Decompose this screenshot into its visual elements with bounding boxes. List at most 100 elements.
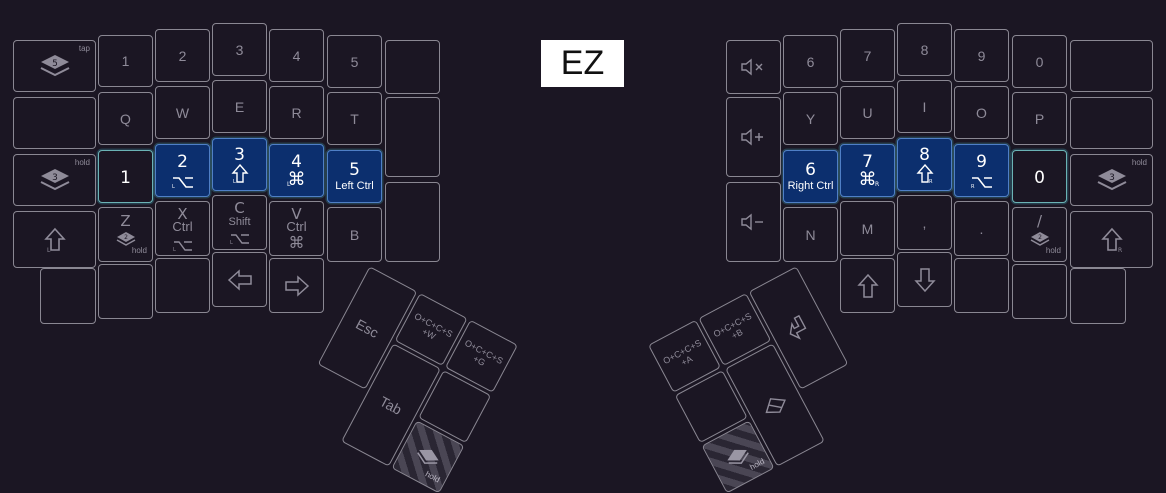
key-volume-down[interactable] bbox=[726, 182, 781, 262]
key-corner-label: tap bbox=[78, 44, 90, 53]
key-mute[interactable] bbox=[726, 40, 781, 94]
key-label: 0 bbox=[1035, 53, 1044, 70]
key-home-2[interactable]: 2 L bbox=[155, 144, 210, 197]
key-blank[interactable] bbox=[385, 40, 440, 94]
key-label: T bbox=[350, 110, 359, 127]
key-home-4[interactable]: 4 ⌘ L bbox=[269, 144, 324, 197]
key-label: Z bbox=[120, 212, 131, 230]
key-space[interactable] bbox=[725, 343, 825, 467]
key-sub-label: Ctrl bbox=[172, 219, 193, 234]
key-blank[interactable] bbox=[385, 97, 440, 177]
key-home-6[interactable]: 6 Right Ctrl bbox=[783, 150, 838, 203]
key-blank[interactable] bbox=[1070, 97, 1153, 149]
key-right-shift[interactable]: R bbox=[1070, 211, 1153, 268]
key-6[interactable]: 6 bbox=[783, 35, 838, 88]
svg-text:L: L bbox=[47, 247, 51, 254]
key-blank[interactable] bbox=[1012, 264, 1067, 319]
key-w[interactable]: W bbox=[155, 86, 210, 139]
key-right-arrow[interactable] bbox=[269, 258, 324, 313]
arrow-up-icon bbox=[856, 273, 879, 299]
layer-2-icon: 2 bbox=[1029, 230, 1051, 252]
command-icon: ⌘ bbox=[858, 169, 877, 190]
key-y[interactable]: Y bbox=[783, 92, 838, 145]
key-9[interactable]: 9 bbox=[954, 29, 1009, 82]
svg-text:L: L bbox=[233, 179, 236, 184]
key-n[interactable]: N bbox=[783, 207, 838, 262]
key-down-arrow[interactable] bbox=[897, 252, 952, 307]
key-label: O+C+C+S +A bbox=[661, 337, 703, 368]
key-o[interactable]: O bbox=[954, 86, 1009, 139]
key-3[interactable]: 3 bbox=[212, 23, 267, 76]
key-home-9[interactable]: 9 R bbox=[954, 144, 1009, 197]
key-label: 4 bbox=[291, 152, 302, 172]
key-home-7[interactable]: 7 ⌘ R bbox=[840, 144, 895, 197]
key-blank[interactable] bbox=[954, 258, 1009, 313]
key-2[interactable]: 2 bbox=[155, 29, 210, 82]
key-blank[interactable] bbox=[1070, 40, 1153, 92]
key-blank[interactable] bbox=[155, 258, 210, 313]
svg-text:R: R bbox=[929, 179, 933, 184]
key-blank[interactable] bbox=[1070, 268, 1126, 324]
key-label: O bbox=[976, 104, 987, 121]
command-icon: ⌘ bbox=[287, 169, 306, 190]
layer-3-icon: 3 bbox=[1095, 166, 1129, 194]
key-7[interactable]: 7 bbox=[840, 29, 895, 82]
key-layer-hold-thumb[interactable]: hold bbox=[391, 420, 465, 493]
key-layer-hold[interactable]: hold 3 bbox=[13, 154, 96, 206]
key-volume-up[interactable] bbox=[726, 97, 781, 177]
eraser-icon bbox=[759, 390, 791, 420]
key-m[interactable]: M bbox=[840, 201, 895, 256]
key-up-arrow[interactable] bbox=[840, 258, 895, 313]
key-label: E bbox=[234, 98, 245, 115]
hold-label: hold bbox=[1045, 246, 1061, 255]
key-dot[interactable]: . bbox=[954, 201, 1009, 256]
key-8[interactable]: 8 bbox=[897, 23, 952, 76]
key-c[interactable]: C Shift L bbox=[212, 195, 267, 250]
key-v[interactable]: V Ctrl ⌘ bbox=[269, 201, 324, 256]
key-r[interactable]: R bbox=[269, 86, 324, 139]
key-p[interactable]: P bbox=[1012, 92, 1067, 145]
key-x[interactable]: X Ctrl L bbox=[155, 201, 210, 256]
key-q[interactable]: Q bbox=[98, 92, 153, 145]
key-5[interactable]: 5 bbox=[327, 35, 382, 88]
key-layer-hold-thumb[interactable]: hold bbox=[701, 420, 775, 493]
key-4[interactable]: 4 bbox=[269, 29, 324, 82]
key-label: 8 bbox=[919, 145, 930, 165]
left-marker-icon: L bbox=[287, 181, 291, 188]
key-label: O+C+C+S +G bbox=[463, 337, 505, 368]
key-layer-hold[interactable]: hold 3 bbox=[1070, 154, 1153, 206]
key-home-1[interactable]: 1 bbox=[98, 150, 153, 203]
option-icon: R bbox=[970, 174, 994, 193]
key-label: 7 bbox=[863, 47, 872, 64]
key-blank[interactable] bbox=[40, 268, 96, 324]
key-blank[interactable] bbox=[385, 182, 440, 262]
key-0[interactable]: 0 bbox=[1012, 35, 1067, 88]
key-u[interactable]: U bbox=[840, 86, 895, 139]
key-b[interactable]: B bbox=[327, 207, 382, 262]
key-blank[interactable] bbox=[98, 264, 153, 319]
key-1[interactable]: 1 bbox=[98, 35, 153, 87]
volume-mute-icon bbox=[740, 58, 768, 76]
key-comma[interactable]: , bbox=[897, 195, 952, 250]
arrow-right-icon bbox=[284, 274, 310, 297]
svg-text:R: R bbox=[1118, 247, 1122, 254]
key-label: 9 bbox=[976, 152, 987, 172]
key-home-5[interactable]: 5 Left Ctrl bbox=[327, 150, 382, 203]
key-z[interactable]: Z 2 hold bbox=[98, 207, 153, 262]
svg-text:2: 2 bbox=[124, 234, 128, 241]
key-left-shift[interactable]: L bbox=[13, 211, 96, 268]
key-home-8[interactable]: 8 R bbox=[897, 138, 952, 191]
key-label: Y bbox=[805, 110, 816, 127]
key-label: Q bbox=[120, 110, 131, 127]
key-home-3[interactable]: 3 L bbox=[212, 138, 267, 191]
key-home-0[interactable]: 0 bbox=[1012, 150, 1067, 203]
key-enter[interactable] bbox=[748, 266, 849, 390]
layer-3-icon: 3 bbox=[38, 166, 72, 194]
key-e[interactable]: E bbox=[212, 80, 267, 133]
key-i[interactable]: I bbox=[897, 80, 952, 133]
key-slash[interactable]: / 2 hold bbox=[1012, 207, 1067, 262]
key-blank[interactable] bbox=[13, 97, 96, 149]
key-left-arrow[interactable] bbox=[212, 252, 267, 307]
key-t[interactable]: T bbox=[327, 92, 382, 145]
key-layer-tap[interactable]: tap 5 bbox=[13, 40, 96, 92]
